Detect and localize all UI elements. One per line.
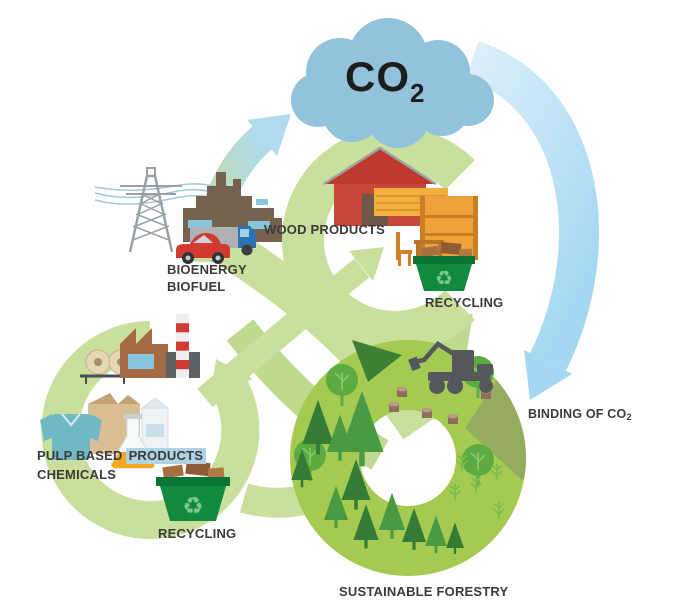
wood-arrowhead bbox=[349, 247, 384, 281]
binding-subscript: 2 bbox=[626, 412, 632, 422]
chair-icon bbox=[396, 232, 412, 266]
bioenergy-label: BIOENERGY BIOFUEL bbox=[167, 261, 247, 295]
recycle-icon: ♻ bbox=[182, 493, 204, 520]
recycling-wood-label: RECYCLING bbox=[425, 295, 504, 310]
bioenergy-line1: BIOENERGY bbox=[167, 262, 247, 277]
recycling-pulp-label: RECYCLING bbox=[158, 526, 237, 541]
co2-subscript: 2 bbox=[410, 78, 426, 108]
binding-co2-label: BINDING OF CO2 bbox=[528, 407, 632, 422]
products-highlight: PRODUCTS bbox=[125, 448, 207, 464]
pulp-line2: CHEMICALS bbox=[37, 467, 117, 482]
table-icon bbox=[414, 240, 444, 260]
wood-cycle-ring-arrow bbox=[281, 127, 475, 353]
co2-text: CO bbox=[345, 53, 410, 100]
recycling-bin-icon: ♻ bbox=[156, 460, 230, 521]
harvester-icon bbox=[352, 340, 493, 394]
pulp-mill-icon bbox=[120, 314, 200, 378]
emissions-arrowhead bbox=[247, 114, 291, 156]
felled-tree bbox=[352, 340, 402, 382]
binding-arrowhead bbox=[524, 350, 572, 400]
car-icon bbox=[176, 233, 230, 264]
co2-cloud bbox=[291, 18, 494, 148]
pulp-cycle-ring-arrow bbox=[41, 321, 260, 539]
bioenergy-plant-icon bbox=[183, 172, 282, 242]
co2-binding-arrow bbox=[465, 40, 599, 371]
wood-products-label: WOOD PRODUCTS bbox=[264, 222, 386, 237]
recycling-to-wood-ribbon bbox=[197, 258, 370, 408]
sustainable-forestry-label: SUSTAINABLE FORESTRY bbox=[339, 584, 509, 599]
power-pylon-icon bbox=[120, 167, 182, 253]
recycle-icon: ♻ bbox=[435, 268, 453, 290]
recycling-bin-icon: ♻ bbox=[413, 242, 475, 291]
striped-chimney bbox=[176, 314, 189, 378]
shirt-icon bbox=[40, 413, 102, 460]
bioenergy-line2: BIOFUEL bbox=[167, 279, 226, 294]
